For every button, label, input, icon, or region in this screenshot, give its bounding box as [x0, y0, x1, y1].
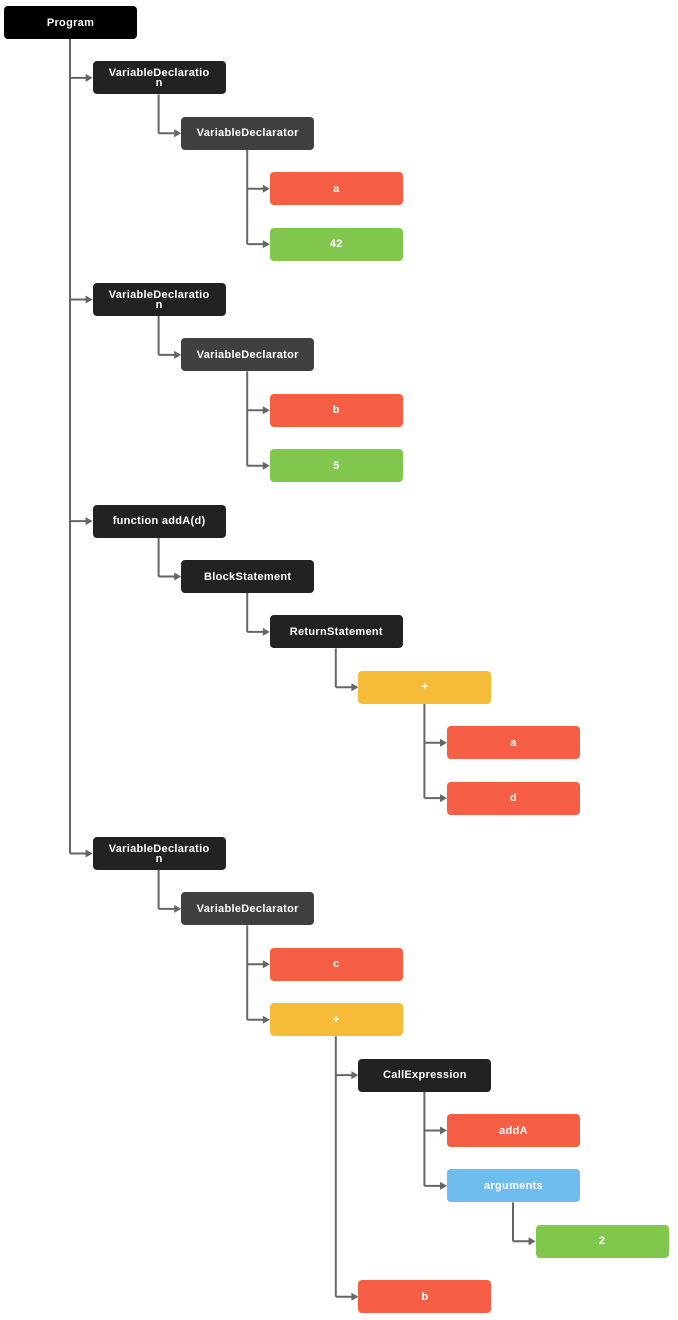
node-function-adda-d: function addA(d) [92, 504, 226, 538]
node-5: 5 [269, 449, 403, 483]
node-label: VariableDeclaration [108, 842, 210, 865]
arrowhead-icon [262, 406, 270, 415]
node-plus: + [269, 1003, 403, 1037]
node-label: ReturnStatement [289, 625, 383, 638]
arrowhead-icon [528, 1237, 536, 1246]
node-2: 2 [535, 1224, 669, 1258]
node-d: d [447, 781, 580, 815]
node-label: addA [499, 1124, 528, 1137]
node-arguments: arguments [447, 1169, 580, 1203]
node-label: VariableDeclarator [196, 902, 299, 915]
arrowhead-icon [262, 184, 270, 193]
arrowhead-icon [262, 960, 270, 969]
node-label: CallExpression [383, 1069, 467, 1082]
node-42: 42 [269, 227, 403, 261]
node-label: BlockStatement [204, 570, 292, 583]
node-label: d [509, 792, 518, 805]
node-label: function addA(d) [112, 515, 206, 528]
node-blockstatement: BlockStatement [181, 560, 315, 593]
node-b: b [269, 393, 403, 427]
node-a: a [269, 172, 403, 206]
node-label: c [333, 958, 340, 971]
node-label: VariableDeclarator [196, 127, 299, 140]
arrowhead-icon [440, 794, 447, 803]
arrowhead-icon [351, 1292, 359, 1301]
arrowhead-icon [440, 1126, 447, 1135]
arrowhead-icon [174, 904, 182, 913]
arrowhead-icon [262, 461, 270, 470]
node-label: + [332, 1013, 340, 1026]
node-program: Program [4, 6, 137, 39]
arrowhead-icon [85, 295, 93, 304]
node-variabledeclarator: VariableDeclarator [181, 116, 315, 150]
node-label: b [421, 1290, 429, 1303]
node-b: b [358, 1280, 492, 1314]
arrowhead-icon [351, 683, 359, 692]
node-label: b [332, 404, 340, 417]
arrowhead-icon [440, 738, 447, 747]
node-label: a [510, 736, 517, 749]
node-a: a [447, 726, 580, 760]
arrowhead-icon [351, 1071, 359, 1080]
arrowhead-icon [85, 517, 93, 526]
node-label: 42 [329, 238, 343, 251]
arrowhead-icon [440, 1181, 447, 1190]
node-label: Program [46, 16, 95, 29]
arrowhead-icon [174, 350, 182, 359]
arrowhead-icon [85, 73, 93, 82]
node-label: arguments [484, 1179, 543, 1192]
node-variabledeclaration: VariableDeclaration [92, 283, 226, 316]
node-c: c [269, 947, 403, 981]
node-label: 2 [598, 1235, 606, 1248]
arrowhead-icon [174, 129, 182, 138]
node-label: a [333, 182, 340, 195]
node-variabledeclaration: VariableDeclaration [92, 61, 226, 95]
node-returnstatement: ReturnStatement [269, 615, 403, 649]
arrowhead-icon [85, 849, 93, 858]
arrowhead-icon [262, 1015, 270, 1024]
node-variabledeclarator: VariableDeclarator [181, 892, 315, 926]
arrowhead-icon [262, 240, 270, 249]
node-label: 5 [333, 459, 340, 472]
arrowhead-icon [262, 627, 270, 636]
node-plus: + [358, 670, 492, 704]
node-callexpression: CallExpression [358, 1058, 492, 1092]
node-adda: addA [447, 1114, 580, 1147]
arrowhead-icon [174, 572, 182, 581]
node-label: + [421, 681, 429, 694]
node-label: VariableDeclaration [108, 66, 210, 89]
node-variabledeclarator: VariableDeclarator [181, 338, 315, 372]
node-label: VariableDeclarator [196, 348, 299, 361]
node-label: VariableDeclaration [108, 288, 210, 311]
node-variabledeclaration: VariableDeclaration [92, 837, 226, 870]
